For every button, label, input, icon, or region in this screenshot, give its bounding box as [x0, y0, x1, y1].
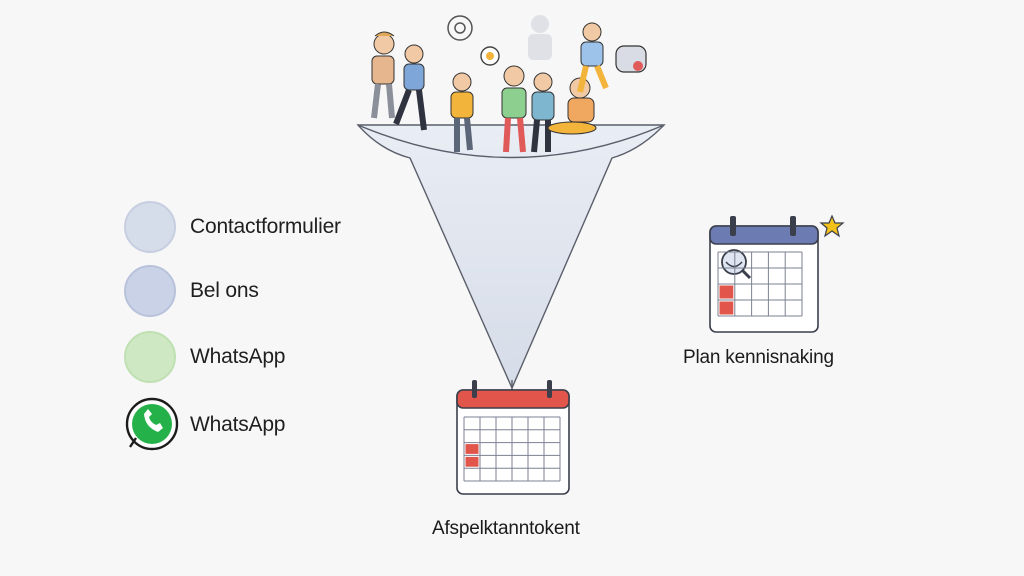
- contact-option-label: WhatsApp: [190, 345, 286, 368]
- person-figure: [450, 72, 474, 152]
- contact-option-whatsapp-2[interactable]: WhatsApp: [124, 398, 285, 452]
- whatsapp-icon: [124, 331, 176, 383]
- person-figure: [393, 44, 427, 131]
- contact-option-call[interactable]: Bel ons: [124, 264, 259, 318]
- contact-option-whatsapp[interactable]: WhatsApp: [124, 330, 285, 384]
- star-icon: [819, 214, 845, 238]
- phone-person-icon: [124, 265, 176, 317]
- funnel: [356, 124, 666, 392]
- floating-icons: [447, 15, 647, 73]
- contact-option-label: Contactformulier: [190, 215, 341, 238]
- whatsapp-icon-graphic: [125, 397, 179, 451]
- calendar-marked-cell: [465, 456, 479, 467]
- plan-label: Plan kennisnaking: [683, 347, 834, 368]
- person-figure: [577, 22, 609, 93]
- calendar-marked-cell: [719, 301, 734, 315]
- contact-option-form[interactable]: Contactformulier: [124, 200, 341, 254]
- people-crowd: [371, 15, 647, 153]
- whatsapp-icon: [124, 399, 176, 451]
- contact-option-label: WhatsApp: [190, 413, 286, 436]
- contact-option-label: Bel ons: [190, 279, 259, 302]
- person-figure: [528, 15, 552, 60]
- person-figure: [531, 72, 555, 153]
- funnel-bottom-label: Afspelktanntokent: [432, 518, 580, 539]
- person-icon: [124, 201, 176, 253]
- person-figure: [371, 31, 395, 119]
- person-figure: [501, 65, 527, 153]
- calendar-marked-cell: [465, 444, 479, 454]
- calendar-marked-cell: [719, 285, 734, 299]
